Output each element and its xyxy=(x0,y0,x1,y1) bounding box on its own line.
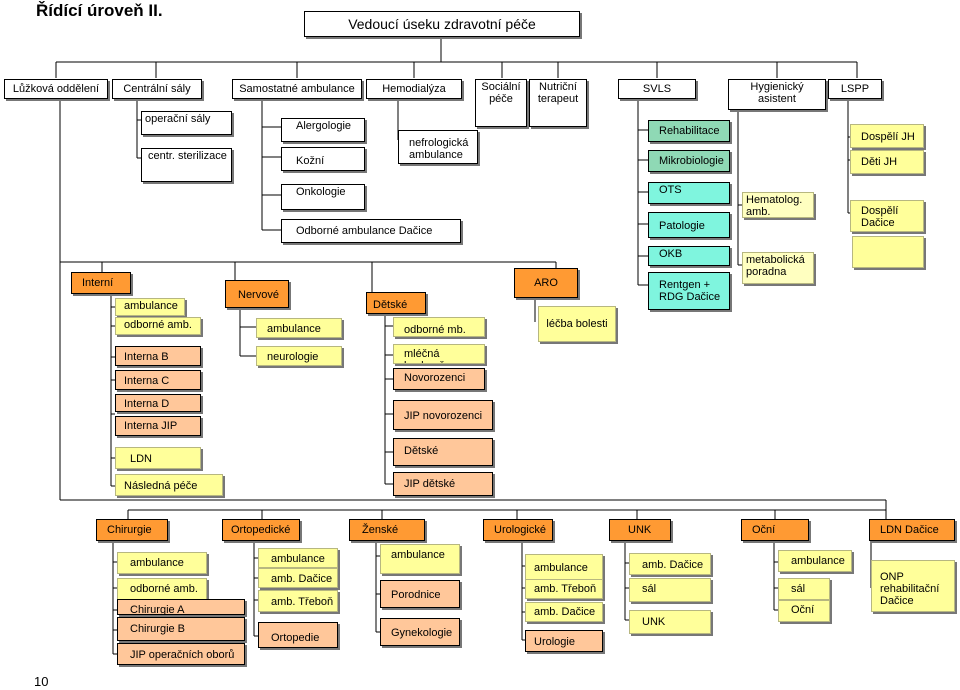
ocni-title: Oční xyxy=(741,519,809,541)
lecba-bolesti: léčba bolesti xyxy=(538,306,616,342)
chirurgie-a: Chirurgie A xyxy=(117,599,245,615)
interna-b: Interna B xyxy=(115,346,201,366)
page-heading: Řídící úroveň II. xyxy=(36,1,163,20)
unk-unk: UNK xyxy=(629,610,711,634)
rehabilitace: Rehabilitace xyxy=(648,120,730,142)
dept-hygienicky: Hygienický asistent xyxy=(728,79,826,110)
dept-centralni-saly: Centrální sály xyxy=(112,79,202,99)
mlecna-kuchyne: mléčná kuchyně xyxy=(393,344,485,364)
jip-detske: JIP dětské xyxy=(393,472,493,496)
ortopedicke-ambulance: ambulance xyxy=(258,548,338,568)
ocni-ambulance: ambulance xyxy=(778,550,852,572)
nasledna-pece: Následná péče xyxy=(115,474,223,496)
neurologie: neurologie xyxy=(256,346,342,366)
page-number: 10 xyxy=(34,674,49,689)
urologicke-ambulance: ambulance xyxy=(525,554,603,580)
detske-oddeleni: Dětské xyxy=(393,438,493,466)
dospeli-dacice: Dospělí Dačice xyxy=(850,200,924,232)
okb: OKB xyxy=(648,246,730,266)
ortopedie: Ortopedie xyxy=(258,622,338,648)
dept-lspp: LSPP xyxy=(828,79,882,99)
dept-hemodialyza: Hemodialýza xyxy=(366,79,462,99)
ldn-dacice-title: LDN Dačice xyxy=(869,519,955,541)
nefrologicka-ambulance: nefrologická ambulance xyxy=(398,130,478,164)
dept-nutricni: Nutriční terapeut xyxy=(529,79,587,127)
metabolicka-poradna: metabolická poradna xyxy=(742,252,814,284)
odborne-ambulance-dacice: Odborné ambulance Dačice xyxy=(281,219,461,243)
kozni: Kožní xyxy=(281,147,365,171)
porodnice: Porodnice xyxy=(380,580,460,608)
ocni-sal: sál xyxy=(778,578,830,600)
novorozenci: Novorozenci xyxy=(393,368,485,390)
zenske-title: Ženské xyxy=(349,519,425,541)
jip-novorozenci: JIP novorozenci xyxy=(393,400,493,430)
operacni-saly: operační sály xyxy=(141,111,232,135)
alergologie: Alergologie xyxy=(281,118,365,142)
urologicke-amb-dacice: amb. Dačice xyxy=(525,602,603,622)
chirurgie-odborne-amb: odborné amb. xyxy=(117,578,207,600)
patologie: Patologie xyxy=(648,212,730,238)
ortopedicke-title: Ortopedické xyxy=(222,519,300,541)
unk-amb-dacice: amb. Dačice xyxy=(629,553,711,575)
ocni-ocni: Oční xyxy=(778,600,830,622)
zenske-ambulance: ambulance xyxy=(380,544,460,574)
dept-samostatne-ambulance: Samostatné ambulance xyxy=(232,79,362,99)
interni-ambulance: ambulance xyxy=(115,298,185,316)
dospeli-jh: Dospělí JH xyxy=(850,124,924,148)
nervove-title: Nervové xyxy=(225,280,289,308)
interna-c: Interna C xyxy=(115,370,201,390)
ortopedicke-amb-trebon: amb. Třeboň xyxy=(258,590,338,612)
urologicke-amb-trebon: amb. Třeboň xyxy=(525,579,603,599)
interna-d: Interna D xyxy=(115,394,201,412)
chirurgie-title: Chirurgie xyxy=(96,519,168,541)
chirurgie-b: Chirurgie B xyxy=(117,617,245,641)
urologicke-title: Urologické xyxy=(483,519,553,541)
onkologie: Onkologie xyxy=(281,184,365,210)
unk-sal: sál xyxy=(629,578,711,602)
chirurgie-ambulance: ambulance xyxy=(117,552,207,574)
lspp-empty-box xyxy=(852,236,924,268)
onp-rehabilitacni-dacice: ONP rehabilitační Dačice xyxy=(871,560,955,612)
detske-odborne-mb: odborné mb. xyxy=(393,317,485,337)
top-box-vedouci: Vedoucí úseku zdravotní péče xyxy=(304,11,580,37)
ots: OTS xyxy=(648,182,730,204)
interni-title: Interní xyxy=(71,272,131,294)
ldn: LDN xyxy=(115,447,201,469)
ortopedicke-amb-dacice: amb. Dačice xyxy=(258,568,338,588)
unk-title: UNK xyxy=(609,519,671,541)
centr-sterilizace: centr. sterilizace xyxy=(141,148,232,182)
gynekologie: Gynekologie xyxy=(380,618,460,646)
deti-jh: Děti JH xyxy=(850,150,924,174)
aro-title: ARO xyxy=(514,268,578,298)
dept-svls: SVLS xyxy=(618,79,696,99)
interni-odborne-amb: odborné amb. xyxy=(115,317,201,335)
dept-luzkova: Lůžková oddělení xyxy=(4,79,108,99)
mikrobiologie: Mikrobiologie xyxy=(648,150,730,172)
rentgen-rdg-dacice: Rentgen + RDG Dačice xyxy=(648,272,730,310)
urologie: Urologie xyxy=(525,630,603,652)
nervove-ambulance: ambulance xyxy=(256,318,342,338)
detske-title: Dětské xyxy=(366,292,426,314)
hematolog-amb: Hematolog. amb. xyxy=(742,192,814,218)
interna-jip: Interna JIP xyxy=(115,416,201,436)
dept-socialni-pece: Sociální péče xyxy=(475,79,527,127)
jip-operacnich-oboru: JIP operačních oborů xyxy=(117,643,245,665)
